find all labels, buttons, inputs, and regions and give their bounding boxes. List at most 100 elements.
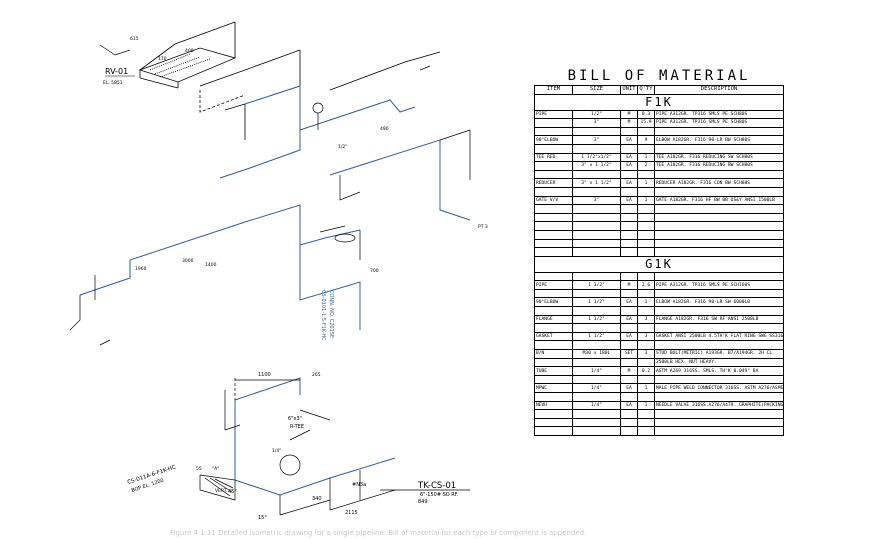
- bom-cell: [572, 144, 621, 154]
- bom-cell: 1: [637, 196, 655, 206]
- bom-cell: [620, 409, 638, 419]
- pipe-lower: [234, 377, 301, 401]
- bom-cell: [637, 213, 655, 223]
- bom-cell: [620, 272, 638, 282]
- bom-cell: 3: [637, 315, 655, 325]
- bom-cell: [637, 375, 655, 385]
- bom-cell: [534, 247, 573, 257]
- bom-cell: [572, 127, 621, 137]
- bom-cell: 1: [637, 153, 655, 163]
- bom-cell: M: [620, 110, 638, 120]
- bom-cell: PIPE: [534, 110, 573, 120]
- bom-row: [534, 340, 784, 351]
- bom-cell: [654, 272, 784, 282]
- bom-cell: 1: [637, 178, 655, 188]
- bom-cell: TEE A182GR. F316 REDUCING BW SCH80S: [654, 161, 784, 171]
- bom-cell: GASKET: [534, 332, 573, 342]
- bom-row: [534, 323, 784, 333]
- bom-cell: [654, 187, 784, 197]
- bom-cell: [572, 306, 621, 316]
- bom-cell: [572, 213, 621, 223]
- bom-cell: REDUCER: [534, 178, 573, 188]
- bom-cell: [637, 144, 655, 154]
- bom-cell: ELBOW A182GR. F316 90-LR SW 6000LB: [654, 297, 784, 308]
- bom-cell: TEE A182GR. F316 REDUCING SW SCH80S: [654, 153, 784, 163]
- bom-cell: 1: [637, 297, 655, 308]
- bom-row: [534, 239, 784, 249]
- bom-cell: 0.3: [637, 110, 655, 120]
- bom-cell: [572, 323, 621, 333]
- bom-cell: [534, 170, 573, 180]
- bom-cell: M30 x 180L: [572, 349, 621, 359]
- bom-cell: [620, 187, 638, 197]
- bom-cell: 9: [637, 135, 655, 145]
- bom-cell: M: [620, 280, 638, 290]
- bom-cell: FLANGE: [534, 315, 573, 325]
- bom-cell: [620, 247, 638, 257]
- bom-cell: [572, 239, 621, 249]
- bom-cell: PIPE A312GR. TP316 SMLS PE SCH160S: [654, 280, 784, 290]
- bom-cell: [654, 204, 784, 214]
- bom-cell: [637, 409, 655, 419]
- bom-cell: [534, 289, 573, 299]
- bom-cell: [572, 272, 621, 282]
- bom-cell: 90°ELBOW: [534, 297, 573, 308]
- bom-cell: [620, 323, 638, 333]
- bom-cell: PIPE A312GR. TP316 SMLS PE SCH80S: [654, 110, 784, 120]
- bom-cell: 3" x 1 1/2": [572, 178, 621, 188]
- bom-cell: [637, 239, 655, 249]
- connection-number: CONN. NO. C201SE: [328, 290, 334, 338]
- bom-cell: [637, 426, 655, 436]
- bom-cell: 1 1/2": [572, 280, 621, 290]
- bom-cell: [654, 323, 784, 333]
- bom-cell: EA: [620, 401, 638, 411]
- bom-cell: [654, 213, 784, 223]
- bom-cell: [637, 221, 655, 231]
- bom-cell: [572, 230, 621, 240]
- bom-cell: [637, 340, 655, 351]
- bom-header-cell: Q'TY: [637, 85, 655, 95]
- dim-55: 55: [196, 466, 202, 472]
- bom-cell: [572, 221, 621, 231]
- tank-tag: TK-CS-01: [417, 481, 456, 491]
- bom-cell: [534, 426, 573, 436]
- bom-cell: 1/2": [572, 110, 621, 120]
- bom-cell: EA: [620, 383, 638, 393]
- bom-cell: [534, 409, 573, 419]
- bom-row: [534, 426, 784, 436]
- dim-1960: 1960: [135, 266, 147, 272]
- bom-cell: [654, 306, 784, 316]
- dim-1100: 1100: [258, 372, 271, 378]
- bom-cell: EA: [620, 315, 638, 325]
- isometric-drawing: 615 400 170 RV-01 EL. 5851 1400 1960 300…: [69, 21, 488, 521]
- bom-cell: 1: [637, 383, 655, 393]
- bom-cell: [637, 272, 655, 282]
- bom-cell: [534, 375, 573, 385]
- bom-cell: [654, 170, 784, 180]
- bom-cell: [654, 239, 784, 249]
- bom-cell: [620, 221, 638, 231]
- bom-cell: [620, 230, 638, 240]
- bom-cell: STUD BOLT(METRIC) A193GR. B7/A194GR. 2H …: [654, 349, 784, 359]
- bom-cell: FLANGE A182GR. F316 SW RF ANSI 2500LB: [654, 315, 784, 325]
- bom-row: [534, 247, 784, 257]
- bom-cell: [572, 204, 621, 214]
- bom-cell: 1: [637, 401, 655, 411]
- bom-row: [534, 170, 784, 180]
- bom-cell: [654, 340, 784, 351]
- bom-row: [534, 409, 784, 419]
- bom-row: [534, 204, 784, 214]
- pipe-bottom: [234, 400, 396, 496]
- dim-400: 400: [185, 48, 194, 54]
- bom-cell: [572, 358, 621, 368]
- bom-cell: EA: [620, 135, 638, 145]
- pipe-main: [79, 204, 361, 296]
- bom-row: [534, 230, 784, 240]
- bom-cell: [572, 289, 621, 299]
- bom-row: [534, 213, 784, 223]
